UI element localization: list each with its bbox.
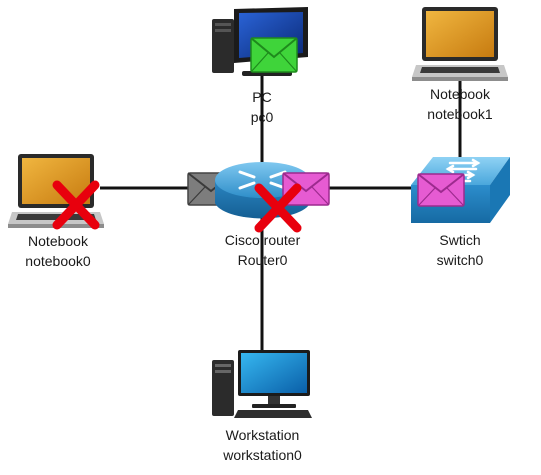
workstation0-name: workstation0	[223, 447, 302, 463]
workstation0-node[interactable]	[208, 348, 318, 420]
workstation-icon	[212, 350, 312, 418]
pc0-label: PC pc0	[212, 87, 312, 127]
workstation0-type: Workstation	[225, 427, 300, 443]
failure-x-icon	[254, 183, 302, 238]
router0-type: Cisco router	[224, 232, 301, 248]
router0-label: Cisco router Router0	[205, 230, 320, 270]
switch0-label: Swtich switch0	[410, 230, 510, 270]
laptop-icon	[412, 7, 508, 81]
notebook1-node[interactable]	[412, 5, 508, 83]
notebook1-label: Notebook notebook1	[410, 84, 510, 124]
notebook0-type: Notebook	[28, 233, 88, 249]
notebook0-name: notebook0	[25, 253, 91, 269]
failure-x-icon	[52, 180, 100, 235]
notebook1-name: notebook1	[427, 106, 493, 122]
pc0-name: pc0	[250, 109, 274, 125]
switch0-name: switch0	[436, 252, 484, 268]
notebook1-type: Notebook	[430, 86, 490, 102]
workstation0-label: Workstation workstation0	[205, 425, 320, 465]
envelope-pink-switch	[417, 173, 465, 212]
pc0-type: PC	[252, 89, 272, 105]
router0-name: Router0	[237, 252, 288, 268]
notebook0-label: Notebook notebook0	[8, 231, 108, 271]
switch0-type: Swtich	[439, 232, 481, 248]
envelope-green	[250, 37, 298, 78]
